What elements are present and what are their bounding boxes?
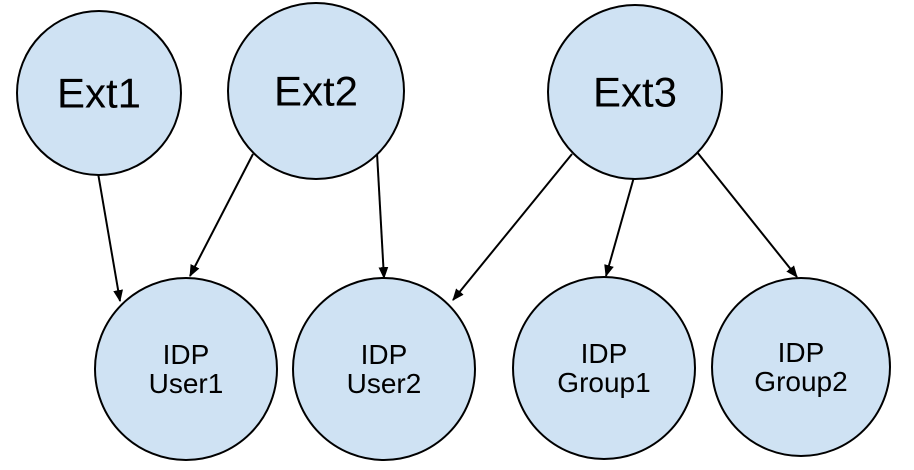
edge-ext2-to-idp-user2	[376, 152, 389, 280]
node-label-line: IDP	[163, 339, 210, 370]
node-ext1: Ext1	[16, 10, 182, 176]
node-label-line: Ext3	[593, 69, 677, 116]
edges-layer	[97, 151, 798, 303]
edge-ext1-to-idp-user1	[97, 172, 123, 303]
node-circle-ext3	[547, 4, 723, 180]
node-label-line: IDP	[778, 337, 825, 368]
node-label-line: User2	[347, 368, 422, 399]
node-label-ext1: Ext1	[57, 70, 141, 117]
node-label-line: Ext2	[274, 68, 358, 115]
node-label-line: Ext1	[57, 70, 141, 117]
edge-ext3-to-idp-group1	[604, 176, 635, 278]
node-circle-ext2	[227, 2, 405, 180]
node-ext3: Ext3	[547, 4, 723, 180]
edge-ext2-to-idp-user1	[189, 153, 254, 277]
node-label-line: Group1	[557, 367, 650, 398]
node-label-line: IDP	[581, 338, 628, 369]
node-label-line: User1	[149, 368, 224, 399]
node-ext2: Ext2	[227, 2, 405, 180]
edge-ext3-to-idp-user2	[452, 153, 573, 301]
node-circle-idp-user1	[94, 277, 278, 461]
node-label-ext2: Ext2	[274, 68, 358, 115]
node-label-ext3: Ext3	[593, 69, 677, 116]
node-label-line: Group2	[754, 366, 847, 397]
node-circle-idp-group1	[512, 276, 696, 460]
node-label-line: IDP	[361, 339, 408, 370]
node-circle-idp-group2	[711, 277, 891, 457]
node-circle-idp-user2	[292, 277, 476, 461]
edge-ext3-to-idp-group2	[696, 151, 798, 278]
node-circle-ext1	[16, 10, 182, 176]
